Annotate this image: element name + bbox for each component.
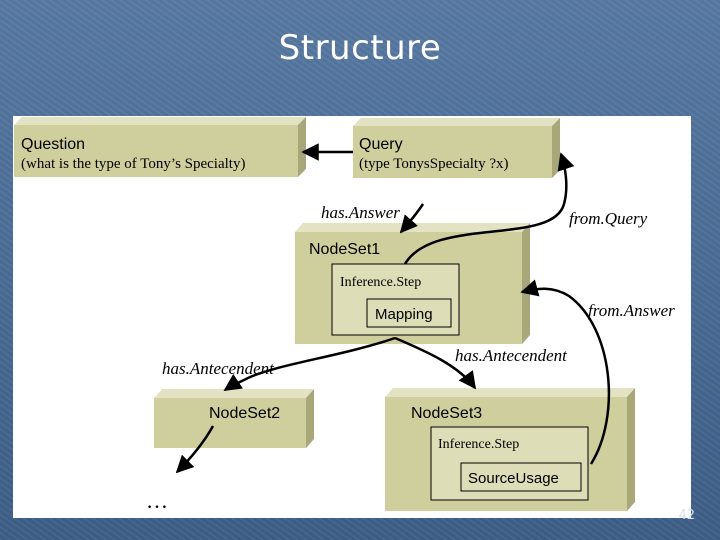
has-answer-arrow bbox=[399, 203, 425, 234]
nodeset2-node-top bbox=[154, 389, 314, 398]
nodeset3-source-usage-box bbox=[460, 462, 582, 492]
nodeset1-mapping-box bbox=[366, 298, 452, 328]
nodeset2-node-face bbox=[154, 398, 306, 448]
nodeset2-continuation-arrow bbox=[175, 425, 215, 474]
nodeset3-node-title: NodeSet3 bbox=[411, 405, 482, 422]
ellipsis-label: … bbox=[146, 488, 168, 513]
question-node-title: Question bbox=[21, 136, 85, 153]
has-antecedent-left-arrow bbox=[223, 336, 396, 392]
from-answer-arrow bbox=[520, 279, 611, 465]
nodeset2-node: NodeSet2 bbox=[154, 389, 314, 448]
question-node-top bbox=[14, 117, 306, 125]
from-answer-label: from.Answer bbox=[588, 301, 675, 320]
nodeset3-node-top bbox=[385, 388, 635, 397]
question-node-face bbox=[14, 125, 298, 177]
query-node-detail: (type TonysSpecialty ?x) bbox=[359, 156, 508, 172]
nodeset1-node-title: NodeSet1 bbox=[309, 241, 380, 258]
slide-title: Structure bbox=[278, 28, 442, 68]
question-node-detail: (what is the type of Tony’s Specialty) bbox=[21, 156, 245, 172]
nodeset2-node-title: NodeSet2 bbox=[209, 405, 280, 422]
has-answer-label: has.Answer bbox=[321, 203, 400, 222]
from-query-arrow bbox=[403, 152, 575, 265]
structure-diagram: Question (what is the type of Tony’s Spe… bbox=[13, 116, 691, 518]
query-node-side bbox=[552, 118, 560, 178]
nodeset3-inference-step-label: Inference.Step bbox=[438, 437, 519, 452]
nodeset1-node-side bbox=[522, 223, 530, 344]
nodeset3-node-side bbox=[627, 388, 635, 511]
nodeset1-mapping-label: Mapping bbox=[375, 306, 433, 323]
page-number: 42 bbox=[678, 508, 695, 523]
query-node: Query (type TonysSpecialty ?x) bbox=[353, 118, 560, 178]
nodeset3-source-usage-label: SourceUsage bbox=[468, 470, 559, 487]
has-antecedent-right-label: has.Antecendent bbox=[455, 346, 568, 365]
from-query-label: from.Query bbox=[569, 209, 648, 228]
has-antecedent-left-label: has.Antecendent bbox=[162, 359, 275, 378]
query-node-top bbox=[353, 118, 560, 126]
has-antecedent-right-arrow bbox=[394, 336, 477, 390]
query-node-title: Query bbox=[359, 136, 403, 153]
question-node-side bbox=[298, 117, 306, 177]
question-node: Question (what is the type of Tony’s Spe… bbox=[14, 117, 306, 177]
nodeset1-node: NodeSet1 Inference.Step Mapping bbox=[295, 223, 530, 344]
nodeset1-inference-step-label: Inference.Step bbox=[340, 275, 421, 290]
query-node-face bbox=[353, 126, 552, 178]
nodeset2-node-side bbox=[306, 389, 314, 448]
nodeset3-node: NodeSet3 Inference.Step SourceUsage bbox=[385, 388, 635, 511]
